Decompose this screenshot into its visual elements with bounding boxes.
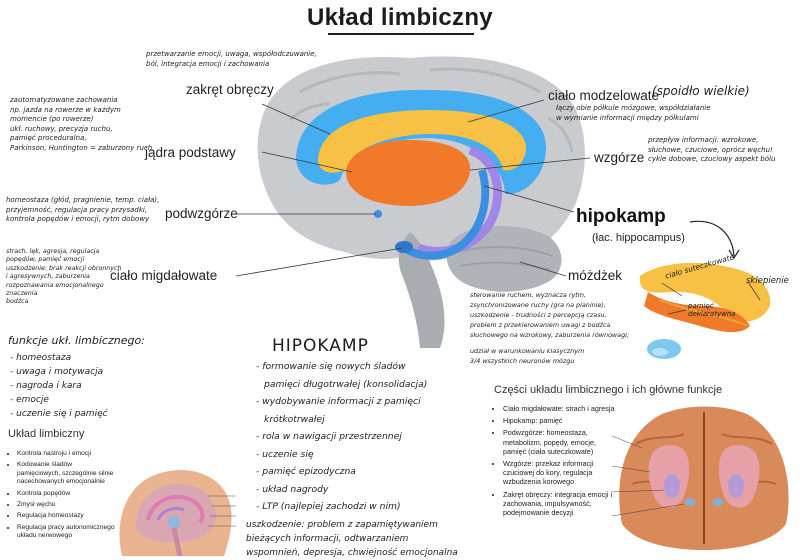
list-item: pamięci długotrwałej (konsolidacja): [264, 378, 428, 390]
left-panel-head-illustration: [119, 470, 236, 556]
label-cialo-modzelowate: ciało modzelowate: [548, 88, 660, 103]
label-zakret-obrecy: zakręt obręczy: [186, 82, 274, 97]
brainstem-shape: [398, 232, 445, 348]
label-cialo-migdalowate: ciało migdałowate: [110, 268, 218, 283]
label-wzgorze: wzgórze: [594, 150, 645, 165]
funkcje-heading: funkcje ukł. limbicznego:: [8, 334, 145, 347]
list-item: - LTP (najlepiej zachodzi w nim): [256, 501, 401, 512]
list-item: - homeostaza: [10, 353, 72, 363]
hippocampus-shape: [399, 168, 490, 260]
list-item: - układ nagrody: [256, 483, 329, 495]
inset-fornix-shape: [639, 262, 771, 322]
list-item: Regulacja pracy autonomicznego układu ne…: [17, 524, 117, 541]
list-item: Kontrola nastroju i emocji: [17, 450, 117, 458]
list-item: - pamięć epizodyczna: [256, 466, 356, 477]
list-item: Regulacja homeostazy: [17, 512, 117, 520]
arrow-to-inset: [689, 220, 735, 257]
list-item: Ciało migdałowate: strach i agresja: [503, 404, 621, 413]
list-item: Hipokamp: pamięć: [503, 416, 621, 425]
note-podwzgorze: homeostaza (głód, pragnienie, temp. ciał…: [6, 196, 160, 223]
list-item: Zmysł węchu: [17, 501, 117, 509]
note-mozdzek: sterowanie ruchem, wyznacza rytm, zsynch…: [470, 291, 630, 365]
hypothalamus-dot: [374, 210, 382, 218]
right-panel-brain-illustration: [612, 406, 789, 550]
corpus-callosum-shape: [318, 110, 527, 173]
list-item: krótkotrwałej: [264, 413, 325, 425]
label-cialo-modzelowate-note: (spoidło wielkie): [652, 84, 750, 98]
list-item: - uczenie się: [256, 448, 314, 460]
right-panel-title: Części układu limbicznego i ich główne f…: [494, 384, 723, 396]
hipokamp-notes: HIPOKAMP - formowanie się nowych śladów …: [246, 336, 486, 560]
note-zakret-obrecy: przetwarzanie emocji, uwaga, współodczuw…: [146, 50, 317, 68]
note-wzgorze: przepływ informacji: wzrokowe, słuchowe,…: [648, 136, 776, 163]
title-underline: [328, 33, 474, 35]
basal-ganglia-shape: [345, 140, 470, 206]
inset-label-sklepienie: sklepienie: [746, 276, 789, 286]
label-hipokamp: hipokamp: [576, 206, 666, 227]
list-item: Wzgórze: przekaz informacji czuciowej do…: [503, 459, 621, 487]
list-item: - uczenie się i pamięć: [10, 409, 108, 419]
list-item: Zakręt obręczy: integracja emocji i zach…: [503, 490, 621, 518]
list-item: - emocje: [10, 395, 49, 405]
funkcje-list: funkcje ukł. limbicznego: - homeostaza -…: [8, 334, 208, 421]
label-mozdzek: móżdżek: [568, 268, 623, 283]
note-cialo-migdalowate: strach, lęk, agresja, regulacja popędów,…: [6, 248, 122, 306]
list-item: - rola w nawigacji przestrzennej: [256, 431, 402, 442]
note-jadra-podstawy: zautomatyzowane zachowania np. jazda na …: [10, 96, 153, 152]
inset-label-pamiec-deklaratywna: pamięć deklaratywna: [688, 302, 736, 318]
right-panel-list: Ciało migdałowate: strach i agresja Hipo…: [494, 404, 621, 520]
list-item: - uwaga i motywacja: [10, 367, 104, 377]
cerebellum-shape: [446, 225, 562, 292]
amygdala-shape: [395, 241, 413, 253]
list-item: Kontrola popędów: [17, 490, 117, 498]
list-item: - nagroda i kara: [10, 381, 82, 391]
note-cialo-modzelowate: łączy obie półkule mózgowe, współdziałan…: [556, 104, 711, 122]
label-jadra-podstawy: jądra podstawy: [145, 145, 236, 160]
label-hipokamp-latin: (łac. hippocampus): [592, 232, 685, 244]
list-item: Kodowanie śladów pamięciowych, szczególn…: [17, 461, 117, 486]
page-title: Układ limbiczny: [307, 4, 493, 31]
hipokamp-title: HIPOKAMP: [272, 336, 369, 356]
label-podwzgorze: podwzgórze: [165, 206, 238, 221]
hipokamp-damage: uszkodzenie: problem z zapamiętywaniem b…: [246, 519, 458, 558]
list-item: - wydobywanie informacji z pamięci: [256, 396, 421, 407]
list-item: - formowanie się nowych śladów: [256, 361, 406, 372]
list-item: Podwzgórze: homeostaza, metabolizm, popę…: [503, 428, 621, 456]
left-panel-list: Kontrola nastroju i emocji Kodowanie śla…: [8, 450, 117, 544]
left-panel-title: Układ limbiczny: [8, 428, 85, 440]
